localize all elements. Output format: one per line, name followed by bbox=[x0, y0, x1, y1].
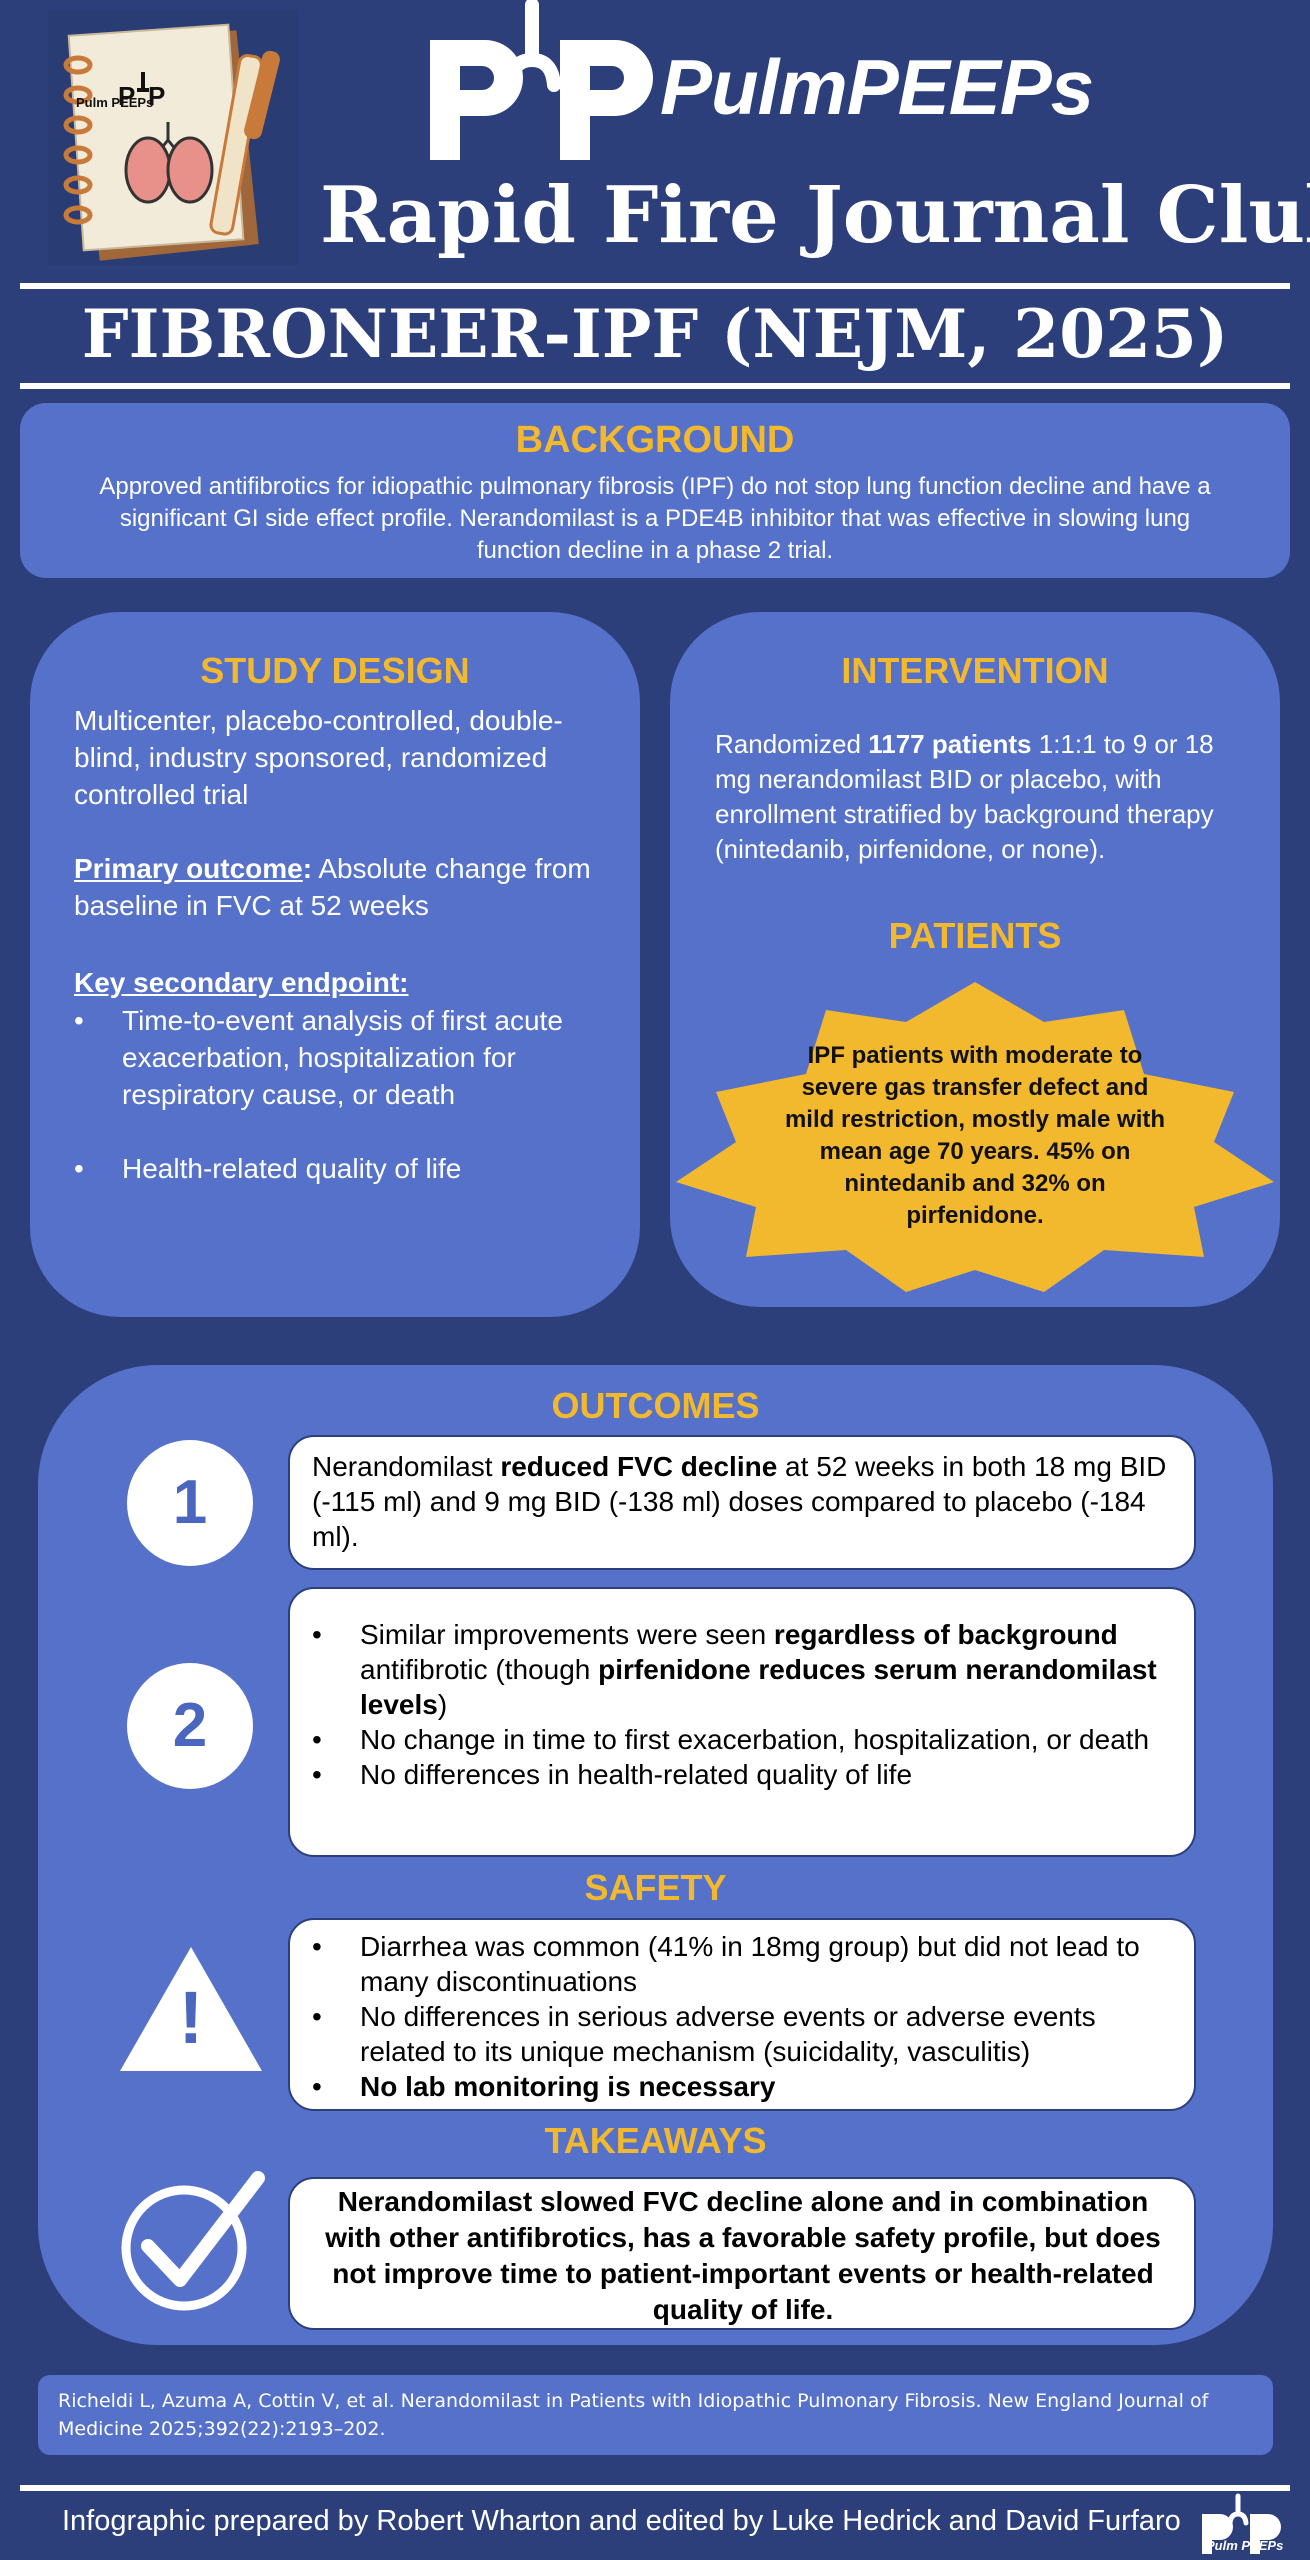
outcome-number-2: 2 bbox=[127, 1663, 253, 1789]
primary-outcome-label: Primary outcome bbox=[74, 853, 303, 884]
background-panel: BACKGROUND Approved antifibrotics for id… bbox=[20, 403, 1290, 578]
outcome-2-b1-mid: antifibrotic (though bbox=[360, 1654, 599, 1685]
list-item: •No differences in serious adverse event… bbox=[312, 1999, 1182, 2069]
outcome-2-b1-bold: regardless of background bbox=[773, 1619, 1118, 1650]
header-divider-top bbox=[20, 283, 1290, 289]
outcome-2-b1-pre: Similar improvements were seen bbox=[360, 1619, 774, 1650]
safety-heading: SAFETY bbox=[584, 1867, 727, 1908]
takeaways-text: Nerandomilast slowed FVC decline alone a… bbox=[325, 2186, 1161, 2325]
takeaways-heading: TAKEAWAYS bbox=[544, 2120, 767, 2161]
intervention-text-pre: Randomized bbox=[715, 729, 869, 759]
study-design-text: Multicenter, placebo-controlled, double-… bbox=[74, 705, 563, 810]
brand-wordmark: PulmPEEPs bbox=[660, 43, 1094, 131]
notebook-lungs-logo: P P bbox=[48, 10, 298, 265]
list-item: •Diarrhea was common (41% in 18mg group)… bbox=[312, 1929, 1182, 1999]
outcome-1-bold: reduced FVC decline bbox=[500, 1451, 778, 1482]
list-item: •No change in time to first exacerbation… bbox=[312, 1724, 1150, 1755]
svg-text:P: P bbox=[148, 81, 165, 111]
outcome-2-list: •Similar improvements were seen regardle… bbox=[312, 1617, 1182, 1792]
intervention-patient-count: 1177 patients bbox=[868, 729, 1032, 759]
study-design-panel: STUDY DESIGN Multicenter, placebo-contro… bbox=[30, 612, 640, 1317]
outcome-1-post: at 52 weeks in both 18 mg BID (-115 ml) … bbox=[312, 1451, 1167, 1552]
outcome-2-b1-bold2: pirfenidone reduces serum nerandomilast … bbox=[360, 1654, 1157, 1720]
warning-triangle-icon bbox=[120, 1947, 262, 2071]
outcome-2-bullet-2: No change in time to first exacerbation,… bbox=[360, 1724, 1150, 1755]
primary-outcome: Primary outcome: Absolute change from ba… bbox=[74, 853, 591, 921]
patients-text: IPF patients with moderate to severe gas… bbox=[784, 1042, 1166, 1229]
pulmpeeps-brand: PulmPEEPs bbox=[420, 0, 1140, 170]
secondary-item-2: Health-related quality of life bbox=[122, 1153, 462, 1184]
trial-title: FIBRONEER-IPF (NEJM, 2025) bbox=[81, 295, 1229, 373]
footer-logo-text: Pulm PEEPs bbox=[1206, 2538, 1284, 2553]
intervention-text-post: 1:1:1 to 9 or 18 mg nerandomilast BID or… bbox=[715, 729, 1214, 864]
outcome-number-1: 1 bbox=[127, 1440, 253, 1566]
background-heading: BACKGROUND bbox=[515, 419, 795, 461]
secondary-item-1: Time-to-event analysis of first acute ex… bbox=[122, 1005, 563, 1110]
secondary-endpoint-list: •Time-to-event analysis of first acute e… bbox=[74, 1002, 614, 1187]
outcome-card-2: •Similar improvements were seen regardle… bbox=[288, 1587, 1196, 1857]
list-item: •Similar improvements were seen regardle… bbox=[312, 1617, 1182, 1722]
patients-burst-shape bbox=[676, 982, 1274, 1292]
outcome-2-b1-post: ) bbox=[437, 1689, 448, 1720]
svg-text:P: P bbox=[118, 81, 135, 111]
outcome-1-text: Nerandomilast reduced FVC decline at 52 … bbox=[312, 1449, 1172, 1554]
safety-card: •Diarrhea was common (41% in 18mg group)… bbox=[288, 1918, 1196, 2111]
outcome-card-1: Nerandomilast reduced FVC decline at 52 … bbox=[288, 1435, 1196, 1570]
citation: Richeldi L, Azuma A, Cottin V, et al. Ne… bbox=[38, 2375, 1273, 2455]
outcome-1-pre: Nerandomilast bbox=[312, 1451, 501, 1482]
header-divider-bottom bbox=[20, 383, 1290, 389]
footer-credit: Infographic prepared by Robert Wharton a… bbox=[62, 2505, 1181, 2537]
background-text: Approved antifibrotics for idiopathic pu… bbox=[99, 473, 1211, 564]
intervention-panel: INTERVENTION Randomized 1177 patients 1:… bbox=[670, 612, 1280, 1307]
pulmpeeps-logo-icon bbox=[430, 0, 653, 160]
safety-bullet-2: No differences in serious adverse events… bbox=[360, 2001, 1096, 2067]
patients-heading: PATIENTS bbox=[888, 915, 1062, 956]
safety-list: •Diarrhea was common (41% in 18mg group)… bbox=[312, 1929, 1182, 2104]
intervention-heading: INTERVENTION bbox=[841, 650, 1109, 691]
checkmark-icon bbox=[121, 2171, 265, 2311]
list-item: •Time-to-event analysis of first acute e… bbox=[74, 1002, 614, 1113]
safety-bullet-3: No lab monitoring is necessary bbox=[360, 2071, 776, 2102]
footer-divider bbox=[20, 2485, 1290, 2491]
notebook-logo-text: Pulm PEEPs bbox=[76, 95, 154, 110]
list-item: •Health-related quality of life bbox=[74, 1150, 614, 1187]
list-item: •No differences in health-related qualit… bbox=[312, 1759, 913, 1790]
outcome-2-bullet-3: No differences in health-related quality… bbox=[360, 1759, 913, 1790]
outcomes-heading: OUTCOMES bbox=[551, 1385, 760, 1426]
list-item: •No lab monitoring is necessary bbox=[312, 2071, 776, 2102]
safety-bullet-1: Diarrhea was common (41% in 18mg group) … bbox=[360, 1931, 1140, 1997]
takeaways-card: Nerandomilast slowed FVC decline alone a… bbox=[288, 2177, 1196, 2330]
intervention-text: Randomized 1177 patients 1:1:1 to 9 or 1… bbox=[715, 727, 1245, 867]
footer-pulmpeeps-logo-icon bbox=[1202, 2493, 1281, 2554]
secondary-endpoint-label: Key secondary endpoint: bbox=[74, 967, 409, 998]
outcome-2-bullet-1: Similar improvements were seen regardles… bbox=[360, 1617, 1182, 1722]
study-design-heading: STUDY DESIGN bbox=[200, 650, 470, 691]
series-title: Rapid Fire Journal Club bbox=[320, 170, 1310, 261]
primary-outcome-text: Absolute change from baseline in FVC at … bbox=[74, 853, 591, 921]
warning-exclamation: ! bbox=[178, 1976, 204, 2059]
